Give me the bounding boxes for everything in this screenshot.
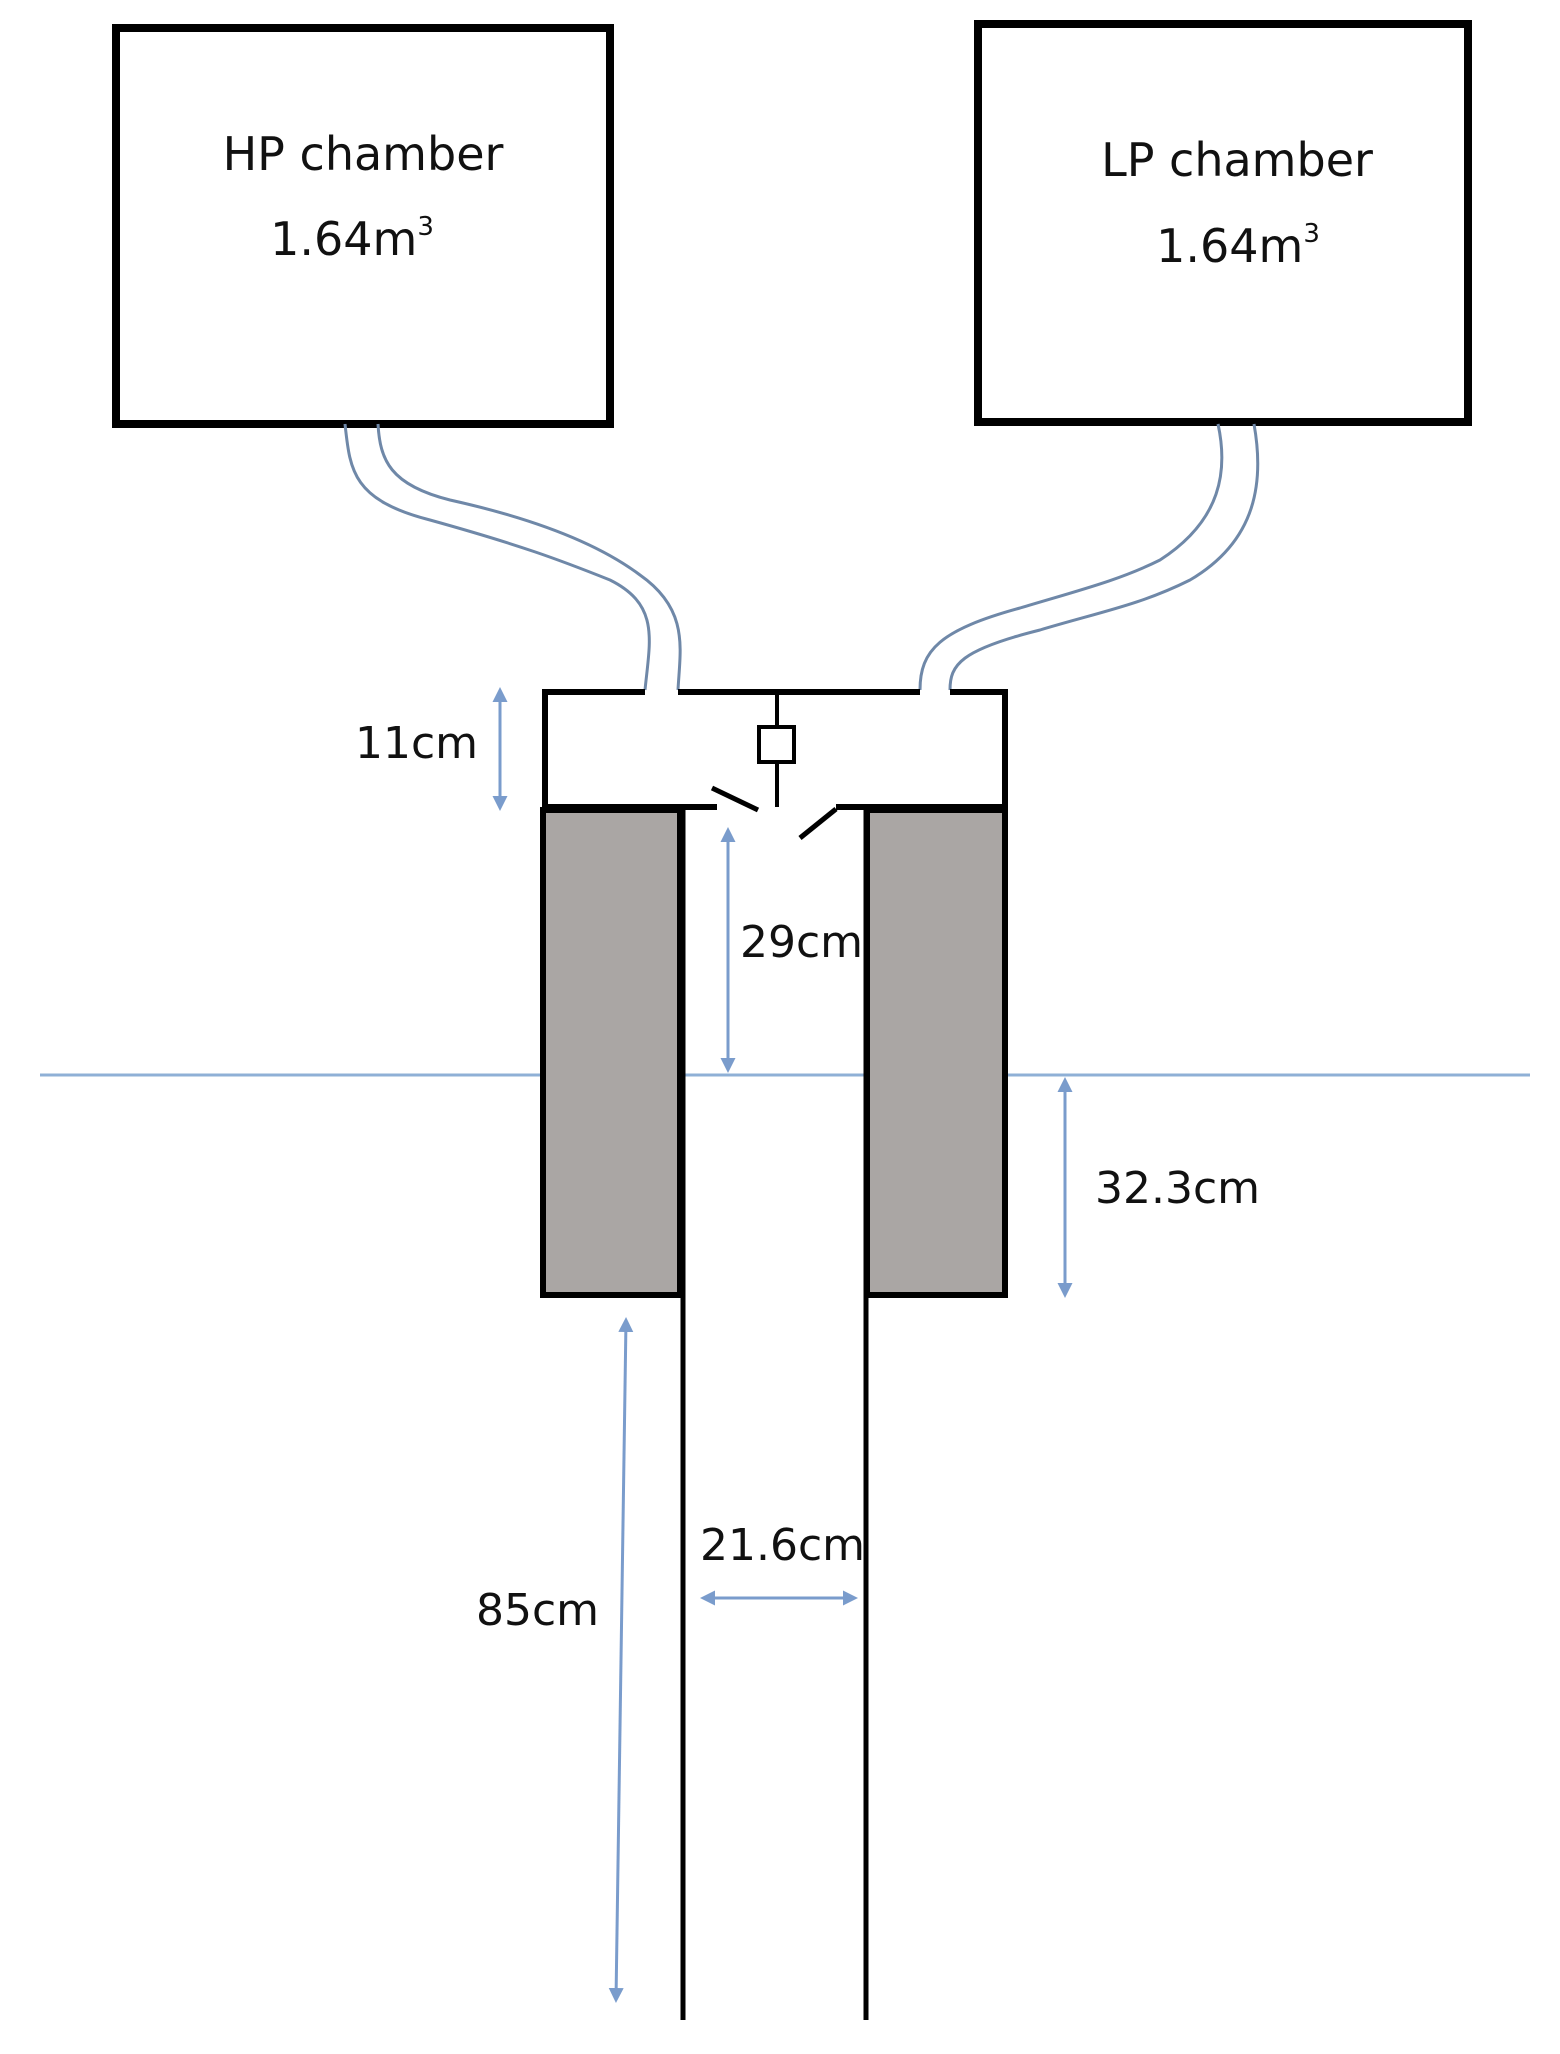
- right-float-block: [864, 807, 1008, 1298]
- hp-chamber-volume: 1.64m3: [270, 212, 434, 266]
- lp-chamber-volume: 1.64m3: [1156, 219, 1320, 273]
- valve-actuator: [710, 692, 838, 840]
- lower-tube-length-label: 85cm: [476, 1585, 599, 1636]
- lower-tube-arrow: [608, 1317, 634, 2003]
- submerged-depth-label: 32.3cm: [1095, 1163, 1260, 1214]
- tube-diameter-label: 21.6cm: [700, 1520, 865, 1571]
- header-height-label: 11cm: [355, 718, 478, 769]
- lp-chamber-label: LP chamber: [1101, 133, 1373, 187]
- hp-chamber-box: [112, 24, 614, 428]
- lp-chamber-box: [974, 20, 1472, 426]
- upper-tube-length-label: 29cm: [740, 917, 863, 968]
- hp-chamber-label: HP chamber: [223, 127, 504, 181]
- lp-hose: [918, 423, 1260, 691]
- hp-hose: [343, 423, 682, 691]
- left-float-block: [540, 807, 683, 1298]
